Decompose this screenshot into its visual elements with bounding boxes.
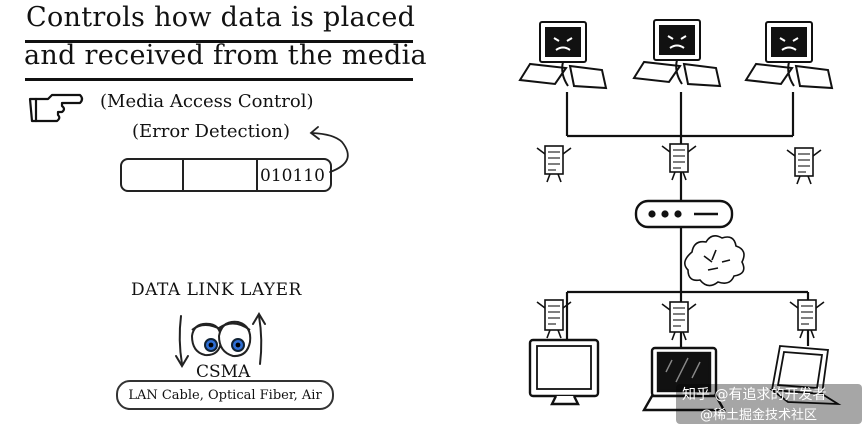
data-frame-character-icon — [536, 299, 572, 339]
media-label: LAN Cable, Optical Fiber, Air — [128, 387, 322, 403]
cartoon-eyes-icon — [190, 320, 252, 358]
title-rule-1 — [25, 40, 413, 43]
title-line-1: Controls how data is placed — [26, 2, 416, 33]
down-arrow-icon — [175, 315, 189, 368]
desktop-computer-icon — [744, 21, 834, 90]
monitor-icon — [528, 338, 600, 406]
data-frame: 010110 — [120, 158, 332, 192]
data-frame-character-icon — [789, 299, 825, 339]
media-cable: LAN Cable, Optical Fiber, Air — [116, 380, 334, 410]
laptop-icon — [768, 345, 842, 406]
up-arrow-icon — [252, 312, 266, 365]
title-rule-2 — [25, 78, 413, 81]
pointing-hand-icon — [28, 93, 84, 123]
watermark-line-2: @稀土掘金技术社区 — [700, 408, 818, 423]
access-method-label: CSMA — [196, 362, 251, 382]
data-frame-character-icon — [661, 143, 697, 181]
desktop-computer-icon — [632, 19, 722, 88]
frame-divider — [182, 160, 184, 190]
data-frame-character-icon — [536, 145, 572, 183]
network-switch-icon — [634, 199, 734, 229]
laptop-icon — [641, 346, 727, 412]
mac-label: (Media Access Control) — [100, 91, 314, 112]
desktop-computer-icon — [518, 21, 608, 90]
error-detection-label: (Error Detection) — [132, 121, 291, 142]
watermark-backdrop — [676, 384, 862, 424]
collision-cloud-icon — [684, 234, 745, 287]
data-frame-character-icon — [661, 301, 697, 341]
watermark-line-1: 知乎 @有追求的开发者 — [682, 387, 827, 403]
frame-divider — [256, 160, 258, 190]
layer-name: DATA LINK LAYER — [131, 280, 302, 300]
data-frame-character-icon — [786, 147, 822, 185]
curved-arrow-icon — [309, 126, 349, 173]
title-line-2: and received from the media — [24, 40, 427, 71]
frame-bits: 010110 — [260, 166, 325, 186]
